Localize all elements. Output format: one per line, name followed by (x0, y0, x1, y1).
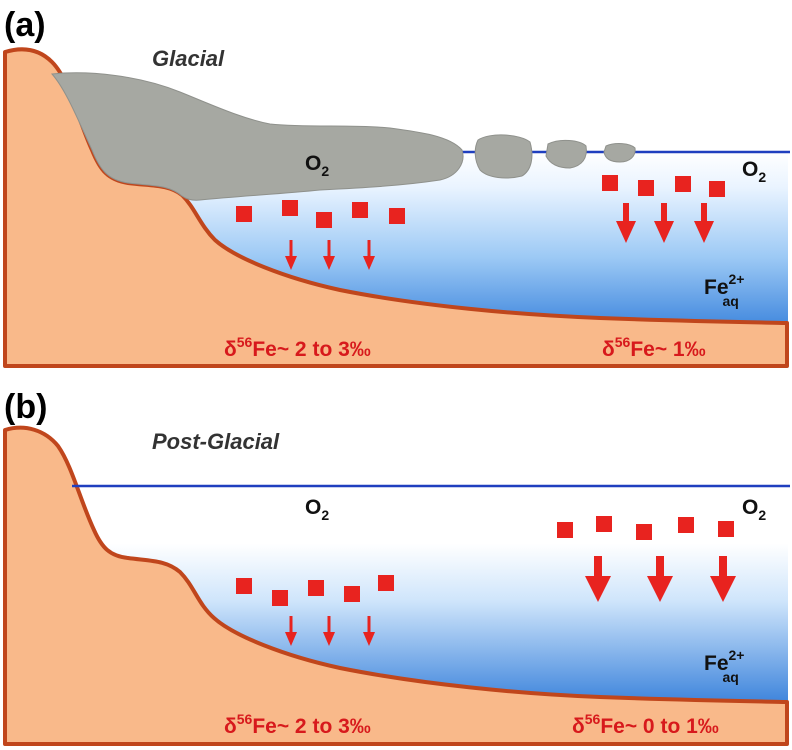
iceberg (545, 139, 587, 169)
red-square-particle (389, 208, 405, 224)
red-square-particle (557, 522, 573, 538)
red-square-particle (678, 517, 694, 533)
red-square-particle (602, 175, 618, 191)
isotope-label-offshore: δ56Fe~ 1‰ (602, 334, 706, 361)
red-square-particle (636, 524, 652, 540)
red-square-particle (272, 590, 288, 606)
iceberg (474, 134, 533, 179)
red-square-particle (236, 578, 252, 594)
panel-title: Glacial (152, 46, 225, 71)
red-square-particle (344, 586, 360, 602)
red-square-particle (638, 180, 654, 196)
red-square-particle (282, 200, 298, 216)
o2-label-offshore: O2 (742, 496, 766, 523)
panel-label: (b) (4, 388, 47, 426)
land-profile (3, 425, 789, 746)
isotope-label-nearshore: δ56Fe~ 2 to 3‰ (224, 334, 371, 361)
panel-b: (b) Post-Glacial O2 O2 Fe2+aq δ56Fe~ 2 t… (3, 388, 790, 746)
o2-label-under-ice: O2 (305, 152, 329, 179)
isotope-label-offshore: δ56Fe~ 0 to 1‰ (572, 711, 719, 738)
o2-label-open-water: O2 (742, 158, 766, 185)
red-square-particle (709, 181, 725, 197)
red-square-particle (236, 206, 252, 222)
red-square-particle (718, 521, 734, 537)
ice-sheet (50, 72, 464, 201)
isotope-label-nearshore: δ56Fe~ 2 to 3‰ (224, 711, 371, 738)
panel-label: (a) (4, 6, 46, 44)
fe-aq-label: Fe2+aq (704, 647, 744, 685)
red-square-particle (308, 580, 324, 596)
red-square-particle (596, 516, 612, 532)
panel-title: Post-Glacial (152, 429, 280, 454)
iceberg (603, 143, 636, 163)
red-square-particle (378, 575, 394, 591)
red-square-particle (675, 176, 691, 192)
red-square-particle (352, 202, 368, 218)
panel-a: (a) Glacial O2 O2 Fe2+aq δ56Fe~ 2 to 3‰ … (3, 6, 790, 368)
fe-aq-label: Fe2+aq (704, 271, 744, 309)
red-square-particle (316, 212, 332, 228)
o2-label-nearshore: O2 (305, 496, 329, 523)
